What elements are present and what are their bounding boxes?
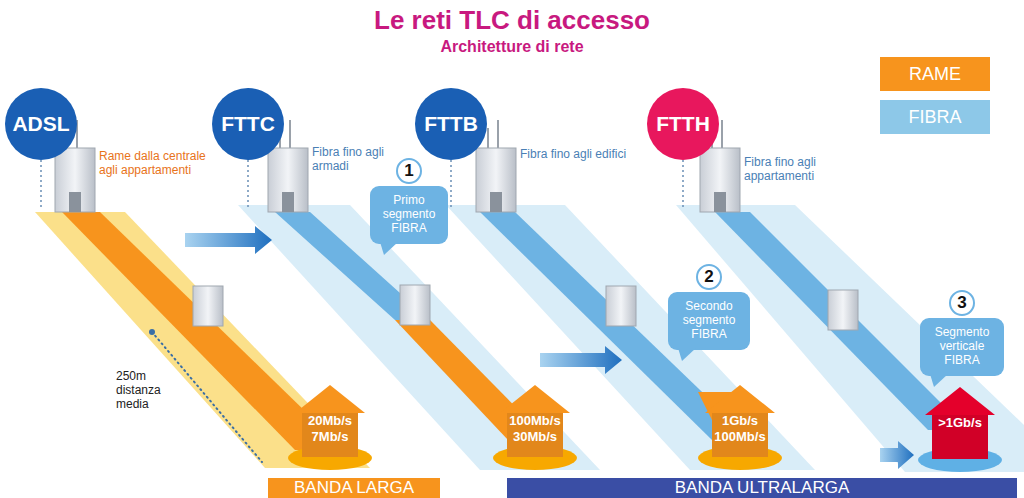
band-label: BANDA LARGA <box>294 478 414 498</box>
speed-value: 100Mb/s <box>714 429 765 445</box>
callout-tail <box>380 242 400 256</box>
callout-bubble: 2Secondo segmento FIBRA <box>668 292 750 350</box>
house-speed: 1Gb/s100Mb/s <box>705 385 775 457</box>
speed-value: >1Gb/s <box>938 415 982 431</box>
callout-tail <box>930 374 950 388</box>
legend-swatch: RAME <box>880 57 990 91</box>
distance-leader <box>152 332 262 462</box>
speed-value: 30Mb/s <box>513 429 557 445</box>
legend-text: FIBRA <box>908 107 961 128</box>
callout-bubble: 1Primo segmento FIBRA <box>370 186 448 244</box>
band-bar: BANDA ULTRALARGA <box>507 478 1017 498</box>
callout-number: 3 <box>949 290 975 316</box>
house-speed: >1Gb/s <box>925 387 995 459</box>
architecture-name: ADSL <box>12 112 69 136</box>
architecture-name: FTTB <box>424 112 478 136</box>
distance-label: 250m distanza media <box>116 370 176 411</box>
callout-bubble: 3Segmento verticale FIBRA <box>920 318 1004 376</box>
architecture-name: FTTH <box>656 112 710 136</box>
speed-value: 20Mb/s <box>308 413 352 429</box>
band-label: BANDA ULTRALARGA <box>675 478 849 498</box>
callout-tail <box>678 348 698 362</box>
house-speed: 20Mb/s7Mb/s <box>295 385 365 457</box>
distance-dot <box>149 329 155 335</box>
band-bar: BANDA LARGA <box>268 478 440 498</box>
subtitle: Architetture di rete <box>0 38 1024 56</box>
house-speed: 100Mb/s30Mb/s <box>500 385 570 457</box>
speed-value: 7Mb/s <box>312 429 349 445</box>
architecture-circle: FTTC <box>212 88 284 160</box>
building-label: Fibra fino agli edifici <box>520 148 660 162</box>
speed-value: 1Gb/s <box>722 413 758 429</box>
building-label: Fibra fino agli armadi <box>312 146 386 174</box>
title: Le reti TLC di accesso <box>0 6 1024 36</box>
callout-number: 1 <box>396 158 422 184</box>
architecture-circle: FTTH <box>647 88 719 160</box>
building-label: Rame dalla centrale agli appartamenti <box>99 150 224 178</box>
callout-text: Primo segmento FIBRA <box>374 194 444 235</box>
architecture-circle: FTTB <box>415 88 487 160</box>
architecture-name: FTTC <box>221 112 275 136</box>
callout-text: Segmento verticale FIBRA <box>924 326 1000 367</box>
speed-value: 100Mb/s <box>509 413 560 429</box>
callout-text: Secondo segmento FIBRA <box>672 300 746 341</box>
building-label: Fibra fino agli appartamenti <box>744 156 854 184</box>
callout-number: 2 <box>696 264 722 290</box>
legend-swatch: FIBRA <box>880 100 990 134</box>
architecture-circle: ADSL <box>5 88 77 160</box>
progress-arrow <box>185 226 914 469</box>
legend-text: RAME <box>909 64 961 85</box>
street-cabinet <box>193 285 858 330</box>
